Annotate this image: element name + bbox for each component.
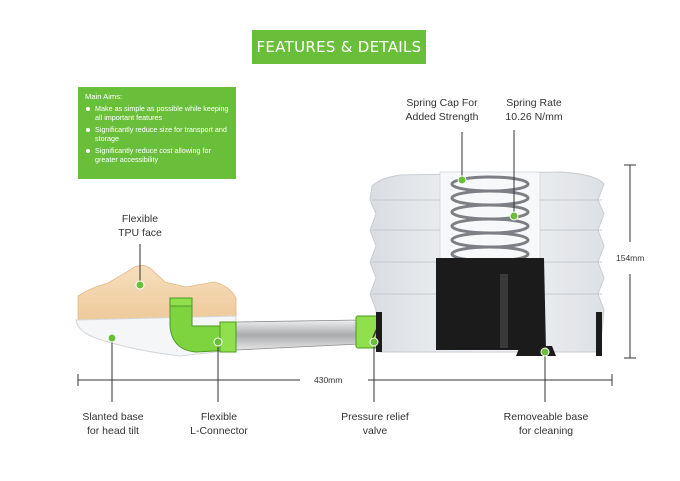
l-connector-label-line: L-Connector: [190, 425, 248, 437]
removeable-base-label-line: for cleaning: [518, 425, 574, 437]
height-dimension: 154mm: [616, 253, 645, 263]
tpu-face-label-line: TPU face: [118, 227, 162, 239]
spring-rate-label: Spring Rate 10.26 N/mm: [494, 96, 574, 124]
spring-cap-label-line: Added Strength: [405, 111, 479, 123]
slanted-base-label: Slanted base for head tilt: [68, 410, 158, 438]
spring-cap-label: Spring Cap For Added Strength: [398, 96, 486, 124]
spring-rate-label-line: 10.26 N/mm: [505, 111, 563, 123]
l-connector-label-line: Flexible: [200, 411, 238, 423]
features-title-banner: FEATURES & DETAILS: [252, 30, 426, 64]
relief-valve-label: Pressure relief valve: [328, 410, 422, 438]
main-aims-box: Main Aims: Make as simple as possible wh…: [78, 87, 236, 179]
tube-part: [235, 319, 361, 351]
removeable-base-label-line: Removeable base: [503, 411, 589, 423]
slanted-base-label-line: Slanted base: [82, 411, 144, 423]
tpu-face-part: [77, 265, 237, 323]
width-dimension: 430mm: [314, 375, 343, 385]
features-title: FEATURES & DETAILS: [256, 38, 422, 56]
relief-valve-label-line: valve: [362, 425, 388, 437]
main-aims-list: Make as simple as possible while keeping…: [85, 104, 230, 164]
spring-cap-label-line: Spring Cap For: [406, 97, 478, 109]
main-aims-item: Significantly reduce size for transport …: [85, 125, 230, 143]
removeable-base-label: Removeable base for cleaning: [492, 410, 600, 438]
relief-valve-label-line: Pressure relief: [341, 411, 409, 423]
tpu-face-label: Flexible TPU face: [104, 212, 176, 240]
l-connector-label: Flexible L-Connector: [178, 410, 260, 438]
slanted-base-label-line: for head tilt: [87, 425, 139, 437]
tpu-face-label-line: Flexible: [121, 213, 159, 225]
main-aims-title: Main Aims:: [85, 92, 123, 101]
dimension-lines: [77, 164, 636, 386]
callout-leaders: [107, 130, 550, 402]
main-aims-item: Make as simple as possible while keeping…: [85, 104, 230, 122]
spring-rate-label-line: Spring Rate: [506, 97, 562, 109]
main-aims-item: Significantly reduce cost allowing for g…: [85, 146, 230, 164]
